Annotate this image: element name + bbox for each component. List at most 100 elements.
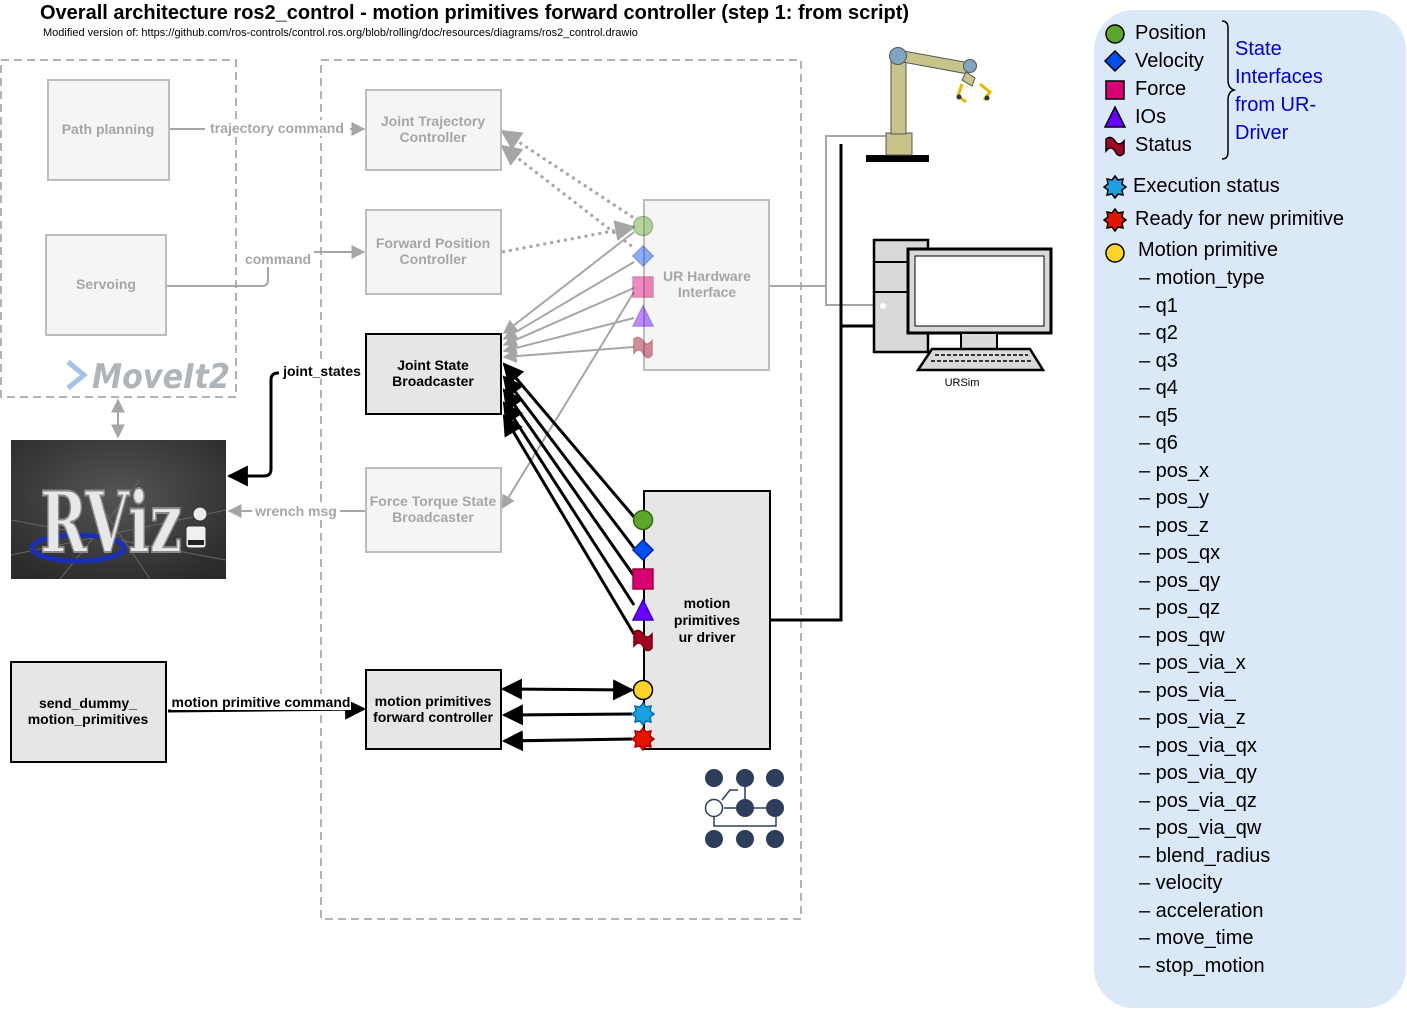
motion-primitive-field: – pos_x [1139, 459, 1210, 482]
driver-interfaces [631, 509, 655, 751]
motion-primitive-field: – pos_via_z [1139, 707, 1246, 729]
motion-primitive-field: – pos_z [1139, 514, 1210, 537]
svg-text:MoveIt2: MoveIt2 [92, 357, 230, 397]
position-interface-icon [632, 215, 654, 237]
ready-legend-label: Ready for new primitive [1135, 208, 1344, 230]
motion-primitive-field: – pos_via_x [1139, 652, 1246, 674]
svg-text:motion: motion [684, 595, 731, 611]
motion-primitive-interface-icon [632, 679, 654, 701]
legend-panel [1094, 10, 1406, 1008]
ready-legend-icon [1102, 207, 1128, 233]
joint-trajectory-controller-node: Joint Trajectory Controller [365, 89, 502, 171]
joint-states-label: joint_states [282, 363, 361, 379]
svg-text:Broadcaster: Broadcaster [392, 373, 474, 389]
status-legend-icon [1105, 136, 1125, 157]
svg-text:Forward Position: Forward Position [376, 235, 490, 251]
motion-primitive-field: – move_time [1139, 927, 1254, 949]
joint-state-broadcaster-node: Joint State Broadcaster [365, 333, 502, 415]
moveit-group-frame [0, 59, 237, 398]
svg-text:Controller: Controller [400, 251, 467, 267]
trajectory-command-label: trajectory command [210, 120, 344, 136]
motion-primitives-ur-driver-node: motion primitives ur driver [643, 490, 771, 750]
motion-primitive-field: – acceleration [1139, 899, 1264, 922]
motion-primitives-forward-controller-node: motion primitives forward controller [365, 669, 502, 750]
motion-primitive-field: – pos_qz [1139, 597, 1221, 619]
svg-text:send_dummy_: send_dummy_ [39, 695, 137, 711]
svg-text:RViz: RViz [40, 473, 182, 572]
motion-primitive-field: – q3 [1139, 349, 1178, 372]
motion-primitive-legend-label: Motion primitive [1138, 239, 1279, 261]
svg-text:primitives: primitives [674, 612, 740, 628]
motion-primitive-field: – q2 [1139, 322, 1178, 344]
motion-primitive-field: – blend_radius [1139, 844, 1271, 867]
position-interface-icon [632, 509, 654, 531]
force-interface-icon [632, 568, 654, 590]
motion-primitive-field: – pos_y [1139, 487, 1210, 509]
ros2-control-group-frame [320, 59, 802, 920]
execution-status-legend-icon [1102, 174, 1128, 200]
svg-text:Servoing: Servoing [76, 276, 136, 292]
velocity-interface-icon [631, 538, 655, 562]
motion-primitive-field: – q6 [1139, 432, 1178, 454]
wrench-msg-label: wrench msg [254, 503, 337, 519]
motion-primitive-field: – pos_qy [1139, 569, 1221, 592]
legend-label-force: Force [1135, 78, 1187, 100]
svg-text:Interface: Interface [678, 284, 737, 300]
state-interfaces-brace-label: State Interfaces from UR- Driver [1235, 38, 1323, 144]
diagram-source-note: Modified version of: https://github.com/… [43, 27, 638, 39]
legend-label-velocity: Velocity [1135, 50, 1204, 72]
execution-status-interface-icon [631, 702, 655, 726]
legend-label-ios: IOs [1135, 106, 1167, 128]
diagram-title: Overall architecture ros2_control - moti… [40, 2, 910, 24]
moveit-logo: MoveIt2 [66, 357, 230, 397]
servoing-node: Servoing [45, 234, 167, 336]
motion-primitive-field: – pos_via_qy [1139, 762, 1257, 784]
execution-status-legend-label: Execution status [1133, 175, 1280, 197]
inactive-edges [111, 122, 886, 518]
velocity-legend-icon [1103, 49, 1127, 73]
svg-text:motion primitives: motion primitives [375, 693, 492, 709]
svg-text:forward controller: forward controller [373, 709, 493, 725]
svg-text:motion_primitives: motion_primitives [28, 711, 149, 727]
motion-primitive-field: – pos_via_ [1139, 679, 1236, 702]
send-dummy-motion-primitives-node: send_dummy_ motion_primitives [10, 661, 167, 763]
svg-text:Joint Trajectory: Joint Trajectory [381, 113, 485, 129]
ready-interface-icon [631, 727, 655, 751]
force-interface-icon [632, 276, 654, 298]
velocity-interface-icon [631, 244, 655, 268]
ur-hardware-interface-node: UR Hardware Interface [643, 199, 770, 371]
position-legend-icon [1105, 24, 1125, 44]
legend-brace [1221, 20, 1237, 160]
legend-label-position: Position [1135, 22, 1207, 44]
ios-legend-icon [1103, 105, 1127, 128]
motion-primitive-field: – motion_type [1139, 267, 1265, 289]
path-planning-node: Path planning [47, 79, 170, 181]
motion-primitive-command-label: motion primitive command [172, 694, 351, 710]
motion-primitive-field: – q1 [1139, 294, 1178, 317]
force-legend-icon [1105, 80, 1125, 100]
ursim-label: URSim [945, 377, 980, 389]
ios-interface-icon [631, 598, 655, 621]
force-torque-state-broadcaster-node: Force Torque State Broadcaster [365, 467, 502, 553]
rviz-logo: RViz [10, 440, 227, 580]
motion-primitive-field: – velocity [1139, 872, 1223, 894]
svg-text:ur driver: ur driver [679, 629, 736, 645]
motion-primitive-field: – q5 [1139, 404, 1178, 427]
motion-primitive-legend-icon [1105, 243, 1125, 263]
motion-primitive-field: – pos_qw [1139, 624, 1225, 647]
svg-text:Path planning: Path planning [62, 121, 155, 137]
motion-primitive-field: – stop_motion [1139, 954, 1265, 977]
motion-primitive-field: – pos_via_qz [1139, 789, 1257, 812]
forward-position-controller-node: Forward Position Controller [365, 209, 502, 295]
motion-primitive-field: – pos_via_qx [1139, 734, 1257, 757]
robot-arm-icon [866, 47, 993, 162]
ros2-control-logo [704, 769, 784, 848]
svg-text:Force Torque State: Force Torque State [370, 493, 497, 509]
legend-icons [1102, 20, 1237, 263]
command-label: command [245, 251, 311, 267]
computer-icon [872, 238, 1053, 372]
svg-text:Joint State: Joint State [397, 357, 469, 373]
svg-text:UR Hardware: UR Hardware [663, 268, 751, 284]
legend-label-status: Status [1135, 134, 1192, 156]
